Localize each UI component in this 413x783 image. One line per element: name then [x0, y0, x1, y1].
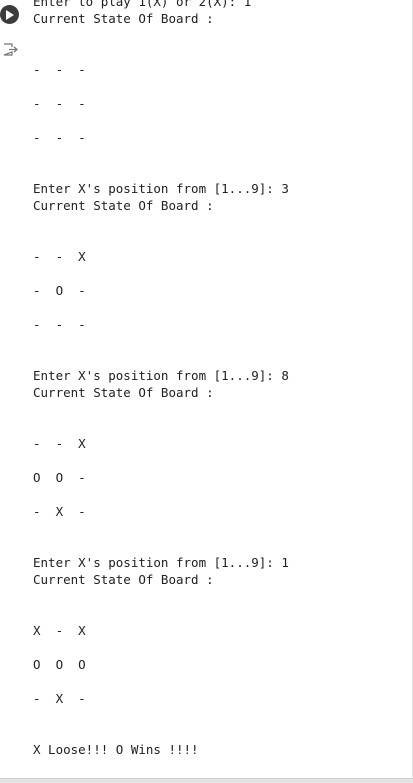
- output-arrow-icon: [3, 43, 18, 56]
- play-icon: [6, 9, 14, 20]
- output-line: [33, 146, 289, 163]
- cell-output: Enter to play 1(X) or 2(X): 1 Current Sta…: [33, 0, 289, 758]
- output-line: [33, 44, 289, 61]
- output-line: [33, 350, 289, 367]
- output-line: [33, 333, 289, 350]
- output-line: Enter X's position from [1...9]: 1: [33, 555, 289, 570]
- output-line: Current State Of Board :: [33, 11, 214, 26]
- output-line: [33, 588, 289, 605]
- output-line: [33, 27, 289, 44]
- output-line: [33, 112, 289, 129]
- output-line: [33, 673, 289, 690]
- output-icon[interactable]: [3, 41, 18, 60]
- output-line: - O -: [33, 283, 86, 298]
- output-line: - - X: [33, 249, 86, 264]
- output-line: O O O: [33, 657, 86, 672]
- output-line: [33, 707, 289, 724]
- output-line: O O -: [33, 470, 86, 485]
- output-line: [33, 537, 289, 554]
- output-line: [33, 520, 289, 537]
- output-line: - - -: [33, 130, 86, 145]
- output-line: Enter X's position from [1...9]: 8: [33, 368, 289, 383]
- output-line: [33, 724, 289, 741]
- output-line: - - -: [33, 62, 86, 77]
- output-line: [33, 265, 289, 282]
- output-line: Current State Of Board :: [33, 385, 214, 400]
- output-line: - - -: [33, 317, 86, 332]
- output-line: [33, 418, 289, 435]
- output-line: [33, 401, 289, 418]
- output-line: [33, 231, 289, 248]
- output-line: Enter X's position from [1...9]: 3: [33, 181, 289, 196]
- output-line: [33, 605, 289, 622]
- cell-gutter: [0, 0, 26, 783]
- output-line: [33, 639, 289, 656]
- output-line: - - -: [33, 96, 86, 111]
- output-line: Current State Of Board :: [33, 572, 214, 587]
- run-cell-button[interactable]: [0, 5, 19, 24]
- output-line: [33, 452, 289, 469]
- output-line: - - X: [33, 436, 86, 451]
- output-line: Enter to play 1(X) or 2(X): 1: [33, 0, 252, 9]
- output-line: Current State Of Board :: [33, 198, 214, 213]
- horizontal-scrollbar[interactable]: [0, 778, 413, 783]
- output-line: [33, 486, 289, 503]
- output-line: - X -: [33, 504, 86, 519]
- output-line: X - X: [33, 623, 86, 638]
- output-line: [33, 78, 289, 95]
- output-line: X Loose!!! O Wins !!!!: [33, 742, 199, 757]
- output-line: [33, 214, 289, 231]
- output-line: - X -: [33, 691, 86, 706]
- output-line: [33, 163, 289, 180]
- output-line: [33, 299, 289, 316]
